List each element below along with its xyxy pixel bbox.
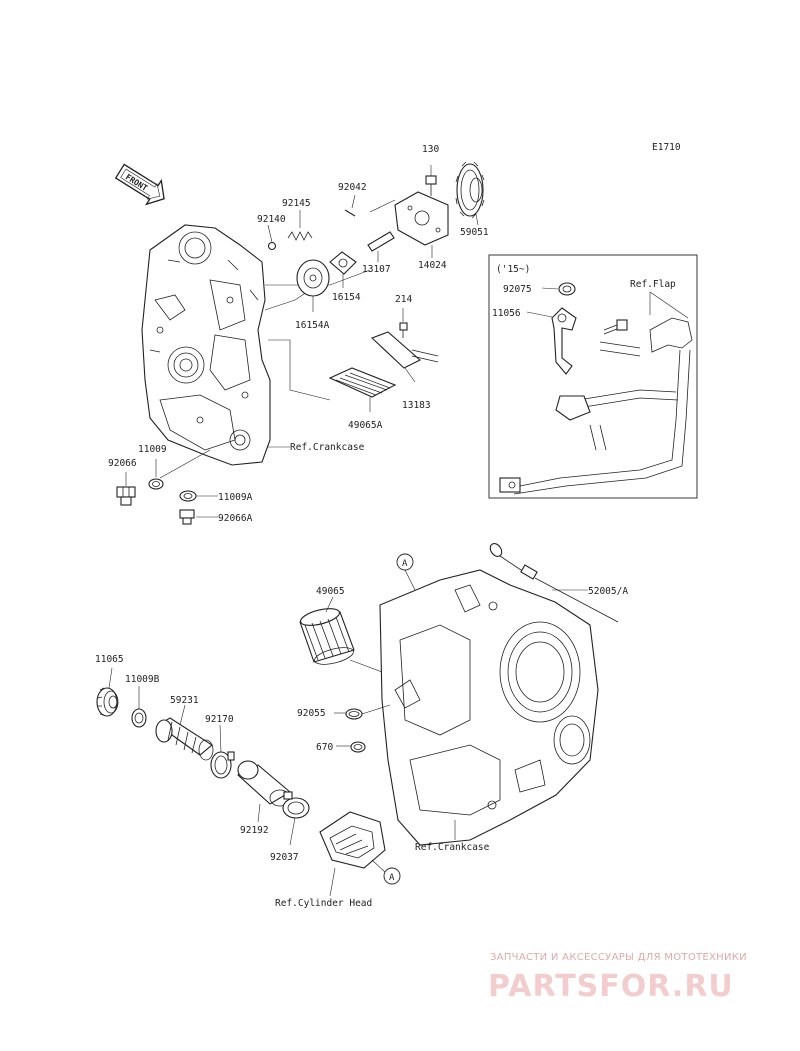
label-92066a: 92066A — [218, 513, 253, 524]
label-16154a: 16154A — [295, 320, 330, 331]
label-14024: 14024 — [418, 260, 447, 271]
callout-a-top: A — [396, 553, 414, 571]
label-92042: 92042 — [338, 182, 367, 193]
rotor-16154 — [329, 251, 357, 275]
watermark: ЗАПЧАСТИ И АКСЕССУАРЫ ДЛЯ МОТОТЕХНИКИ PA… — [488, 952, 747, 1004]
label-670: 670 — [316, 742, 333, 753]
label-92075: 92075 — [503, 284, 532, 295]
spring-92145 — [287, 231, 313, 241]
label-214: 214 — [395, 294, 412, 305]
rotor-16154a — [296, 259, 330, 297]
shaft-13107 — [367, 231, 395, 252]
label-11009: 11009 — [138, 444, 167, 455]
gear-59051 — [455, 161, 485, 219]
oring-670 — [350, 741, 366, 753]
watermark-tagline: ЗАПЧАСТИ И АКСЕССУАРЫ ДЛЯ МОТОТЕХНИКИ — [490, 952, 747, 963]
ref-crankcase-lower: Ref.Crankcase — [415, 842, 490, 853]
label-92055: 92055 — [297, 708, 326, 719]
label-49065: 49065 — [316, 586, 345, 597]
bearing-11065 — [96, 687, 119, 717]
hose-92192 — [237, 760, 291, 807]
callout-a-bottom-label: A — [389, 873, 395, 883]
plate-13183 — [370, 331, 439, 369]
figure-code: E1710 — [652, 142, 681, 153]
label-92170: 92170 — [205, 714, 234, 725]
ref-crankcase-upper: Ref.Crankcase — [290, 442, 365, 453]
clamp-92170 — [210, 751, 235, 779]
inset-title: ('15~) — [496, 264, 530, 275]
label-92066: 92066 — [108, 458, 137, 469]
washer-11009a — [179, 490, 197, 502]
screen-49065a — [328, 367, 397, 398]
clamp-92037 — [282, 791, 310, 819]
plug-92066 — [116, 486, 136, 506]
tube-59231 — [155, 717, 214, 761]
plug-92066a — [179, 509, 195, 525]
ref-cylinder-head: Ref.Cylinder Head — [275, 898, 372, 909]
label-11009b: 11009B — [125, 674, 160, 685]
bolt-130 — [425, 175, 437, 196]
washer-11009b — [131, 708, 147, 728]
label-92037: 92037 — [270, 852, 299, 863]
label-59051: 59051 — [460, 227, 489, 238]
oring-92055 — [345, 708, 363, 720]
label-49065a: 49065A — [348, 420, 383, 431]
ref-flap: Ref.Flap — [630, 279, 676, 290]
screw-214 — [399, 322, 408, 338]
dipstick-52005a — [489, 543, 619, 623]
label-130: 130 — [422, 144, 439, 155]
inset-box: ('15~) 92075 11056 Ref.Flap — [488, 254, 698, 499]
label-11065: 11065 — [95, 654, 124, 665]
label-59231: 59231 — [170, 695, 199, 706]
label-92140: 92140 — [257, 214, 286, 225]
label-16154: 16154 — [332, 292, 361, 303]
ball-92140 — [267, 241, 277, 251]
label-13107: 13107 — [362, 264, 391, 275]
watermark-brand: PARTSFOR.RU — [488, 969, 734, 1004]
label-92192: 92192 — [240, 825, 269, 836]
callout-a-top-label: A — [402, 559, 408, 569]
washer-11009 — [148, 478, 164, 490]
front-arrow-icon: FRONT — [114, 163, 165, 206]
nut-92075 — [558, 282, 576, 296]
bolt-flap — [603, 319, 628, 335]
label-11056: 11056 — [492, 308, 521, 319]
cylinder-head-adapter — [319, 811, 386, 869]
label-52005a: 52005/A — [588, 586, 628, 597]
label-11009a: 11009A — [218, 492, 253, 503]
label-92145: 92145 — [282, 198, 311, 209]
plate-14024 — [394, 191, 449, 246]
label-13183: 13183 — [402, 400, 431, 411]
callout-a-bottom: A — [383, 867, 401, 885]
oil-filter-49065 — [299, 608, 355, 665]
upper-crankcase-cover — [141, 224, 271, 466]
flap-linkage — [499, 317, 693, 495]
bracket-11056 — [551, 307, 577, 375]
lower-crankcase — [379, 569, 599, 846]
